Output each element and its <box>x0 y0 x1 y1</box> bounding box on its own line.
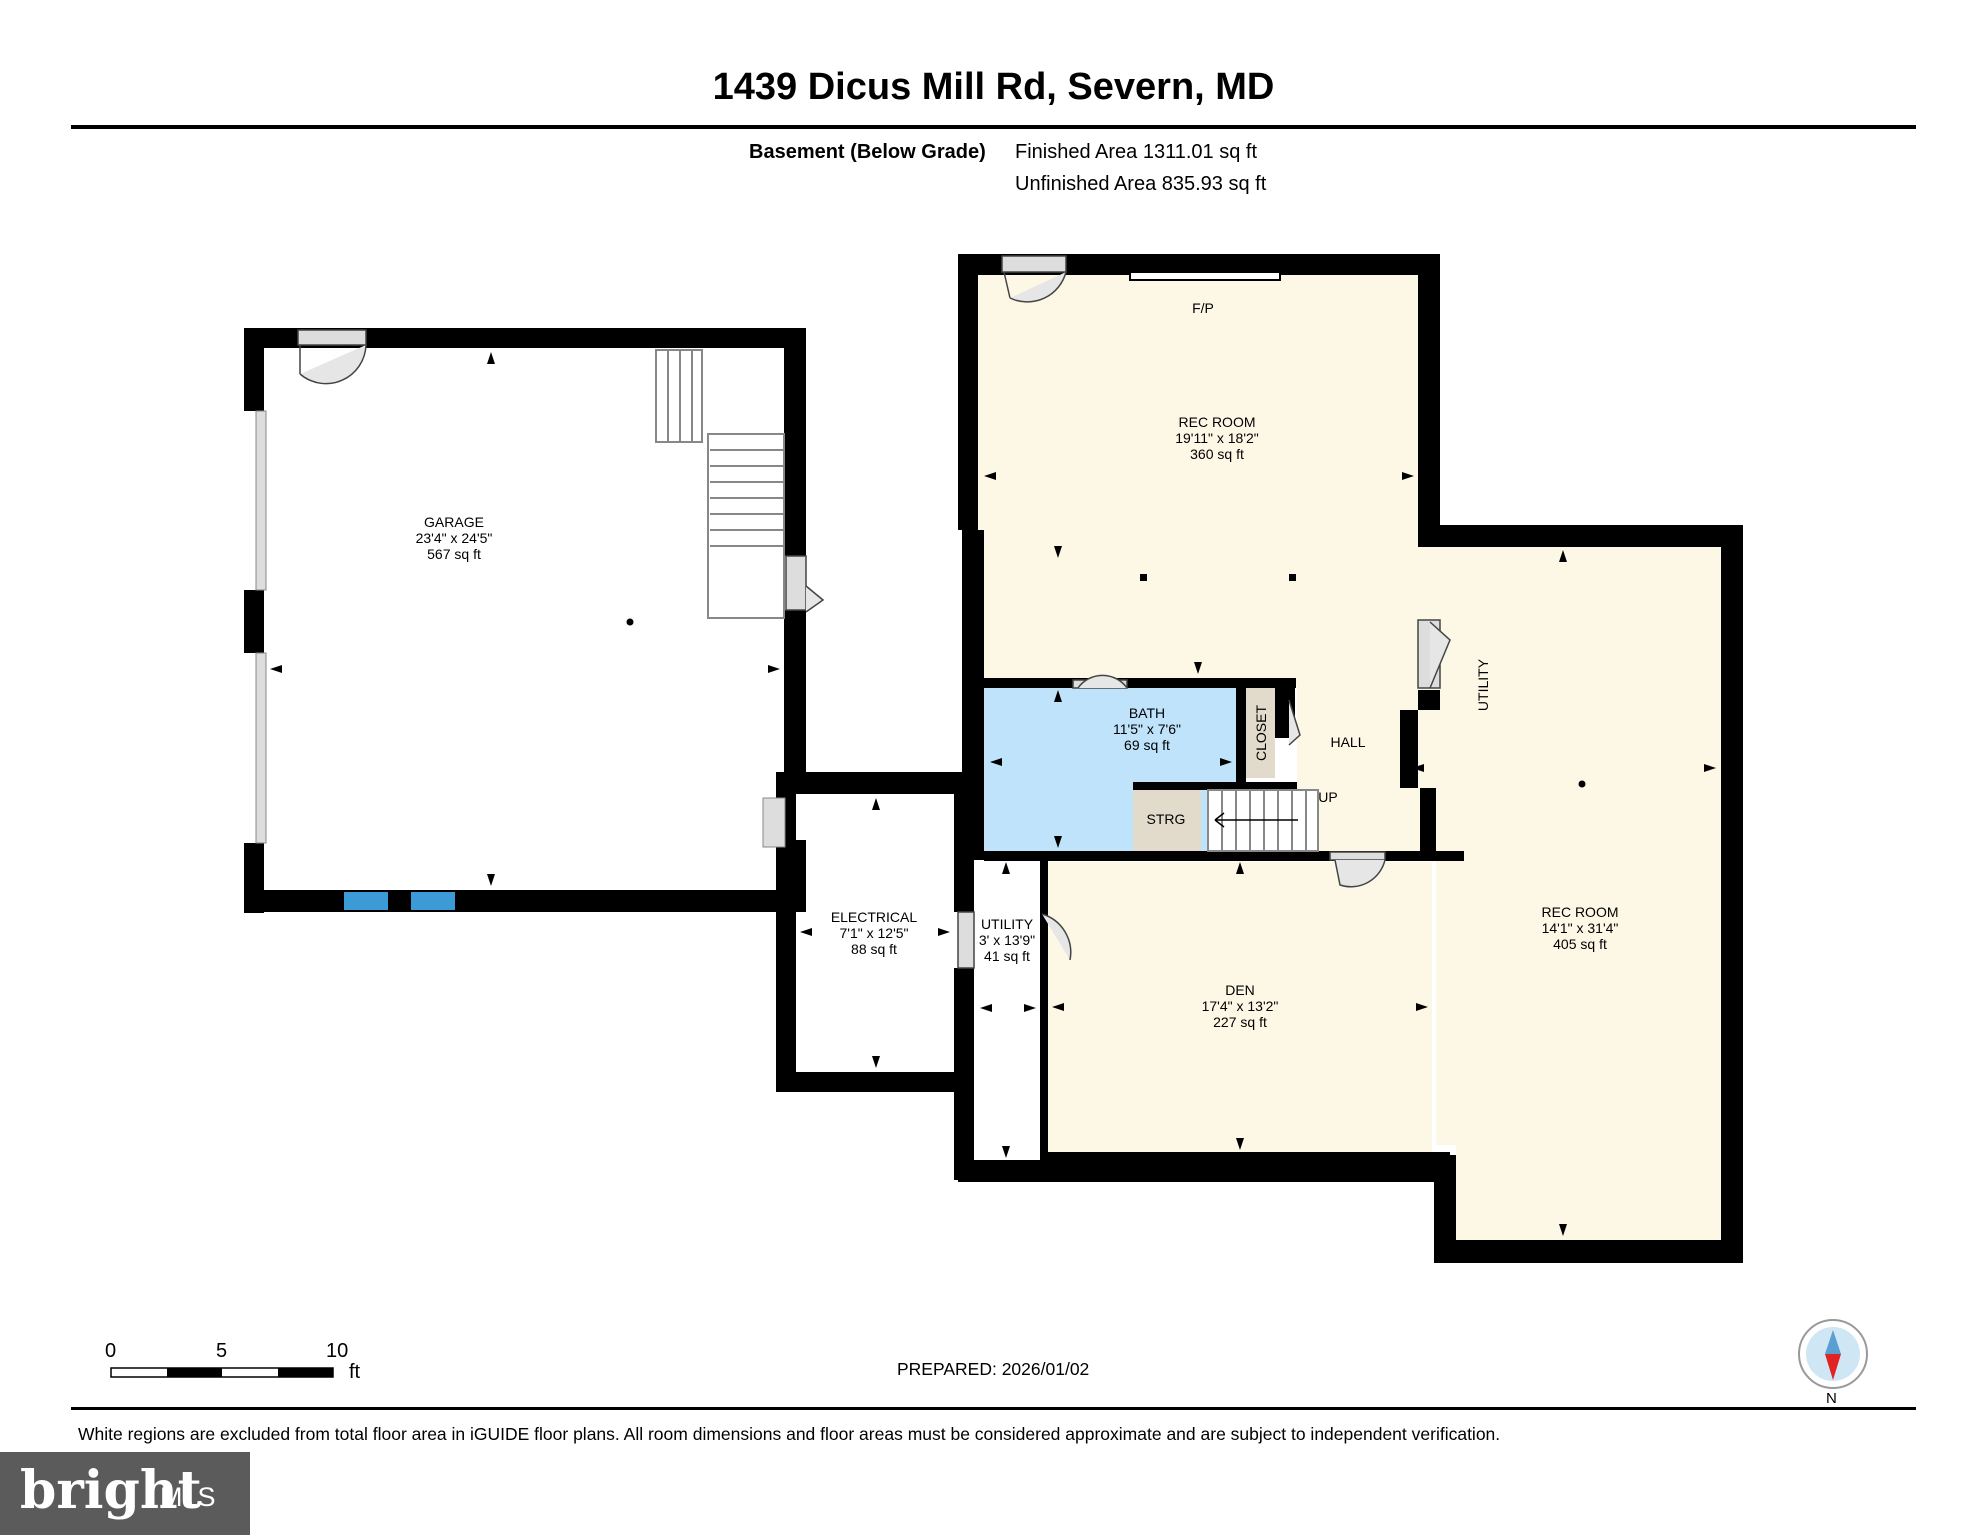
garage-windows <box>255 410 786 848</box>
dimension-markers <box>270 352 1716 1236</box>
scale-unit: ft <box>349 1361 361 1383</box>
den-dims: 17'4" x 13'2" <box>1202 998 1279 1014</box>
stairs <box>655 349 1319 852</box>
rec-room-1-dims: 19'11" x 18'2" <box>1175 430 1259 446</box>
unfinished-area: Unfinished Area 835.93 sq ft <box>1015 173 1267 195</box>
bath-area: 69 sq ft <box>1124 737 1170 753</box>
logo-brand: bright <box>20 1460 202 1521</box>
scale-bar <box>110 1367 334 1378</box>
up-label: UP <box>1318 789 1337 805</box>
scale-label-0: 0 <box>105 1340 117 1362</box>
bath-name: BATH <box>1129 705 1165 721</box>
rec-room-2-dims: 14'1" x 31'4" <box>1542 920 1619 936</box>
rec-room-2-fill <box>1428 545 1721 1240</box>
bath-dims: 11'5" x 7'6" <box>1113 721 1181 737</box>
garage-area: 567 sq ft <box>427 546 481 562</box>
closet-label: CLOSET <box>1253 705 1269 761</box>
electrical-name: ELECTRICAL <box>831 909 918 925</box>
header-divider <box>71 125 1916 129</box>
rec-room-1-area: 360 sq ft <box>1190 446 1244 462</box>
strg-label: STRG <box>1147 811 1186 827</box>
scale-label-10: 10 <box>326 1340 349 1362</box>
rec-room-1-name: REC ROOM <box>1179 414 1256 430</box>
den-area: 227 sq ft <box>1213 1014 1267 1030</box>
page-title: 1439 Dicus Mill Rd, Severn, MD <box>712 66 1275 108</box>
garage-dims: 23'4" x 24'5" <box>416 530 493 546</box>
logo-suffix: MLS <box>160 1482 216 1512</box>
prepared-date: PREPARED: 2026/01/02 <box>897 1359 1090 1379</box>
compass-north-label: N <box>1826 1390 1837 1407</box>
strg-fill <box>1133 790 1201 851</box>
scale-label-5: 5 <box>216 1340 228 1362</box>
garage-name: GARAGE <box>424 514 484 530</box>
electrical-area: 88 sq ft <box>851 941 897 957</box>
bright-mls-logo: bright MLS <box>0 1452 250 1535</box>
rec-room-2-area: 405 sq ft <box>1553 936 1607 952</box>
utility-small-dims: 3' x 13'9" <box>979 932 1035 948</box>
fireplace <box>1129 271 1281 281</box>
rec-room-1-fill <box>978 275 1428 855</box>
footer-divider <box>71 1407 1916 1410</box>
den-fill <box>1048 862 1432 1152</box>
utility-label-rotated: UTILITY <box>1475 658 1491 711</box>
den-name: DEN <box>1225 982 1255 998</box>
electrical-dims: 7'1" x 12'5" <box>840 925 909 941</box>
footer-disclaimer: White regions are excluded from total fl… <box>78 1424 1501 1444</box>
garage-blue-windows <box>344 892 455 910</box>
fireplace-label: F/P <box>1192 300 1214 316</box>
finished-area: Finished Area 1311.01 sq ft <box>1015 141 1258 163</box>
doors <box>297 255 1451 969</box>
utility-small-area: 41 sq ft <box>984 948 1030 964</box>
utility-small-name: UTILITY <box>981 916 1034 932</box>
level-label: Basement (Below Grade) <box>749 141 986 163</box>
closet-fill <box>1245 688 1275 778</box>
rec-room-2-name: REC ROOM <box>1542 904 1619 920</box>
compass-icon <box>1798 1319 1868 1389</box>
hall-label: HALL <box>1330 734 1365 750</box>
